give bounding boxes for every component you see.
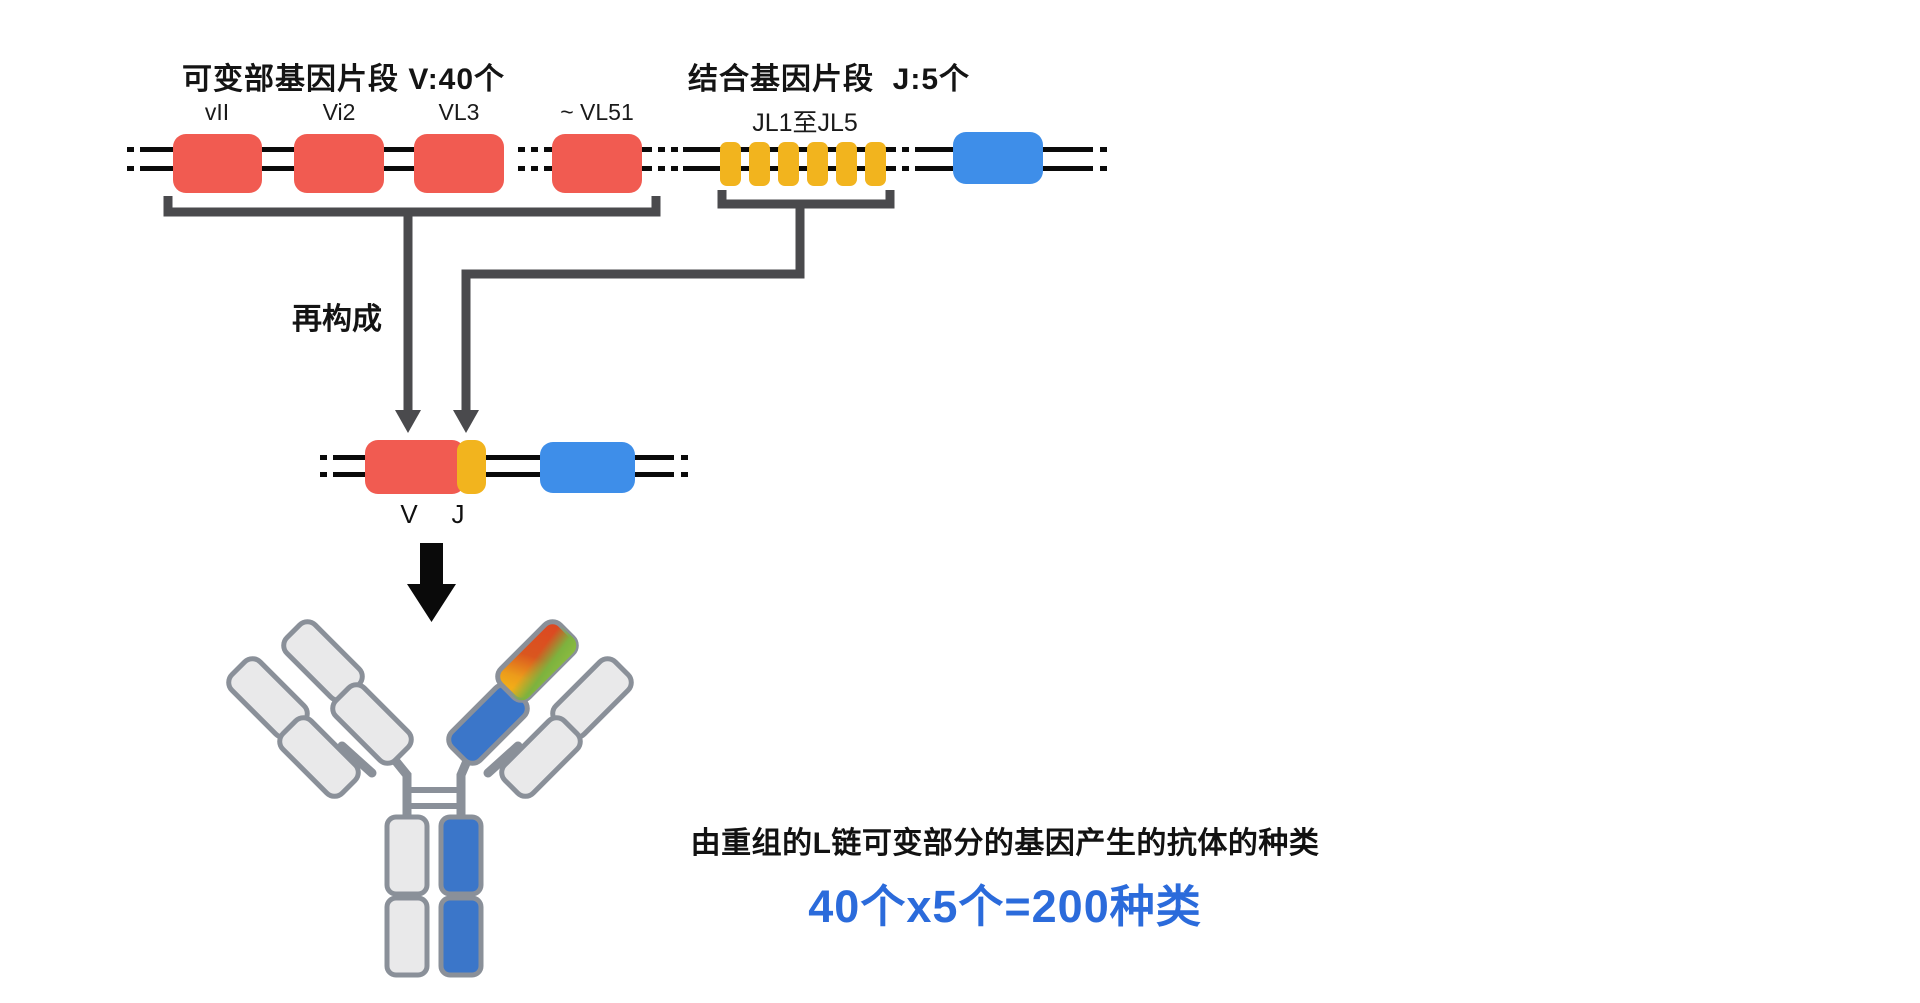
antibody-domain xyxy=(384,814,430,897)
j-rearrangement-arrow-line xyxy=(461,204,805,414)
antibody-right-heavy-arm xyxy=(446,619,579,766)
antibody-domain xyxy=(499,715,583,799)
joining-region-title: 结合基因片段 J:5个 xyxy=(688,63,971,96)
v-segment-block-2 xyxy=(294,134,384,193)
j-bracket xyxy=(717,190,895,209)
antibody-left-light-chain xyxy=(226,656,361,799)
j-segment-block xyxy=(836,142,857,186)
result-line2: 40个x5个=200种类 xyxy=(808,881,1202,932)
rearrangement-label: 再构成 xyxy=(292,303,382,336)
antibody-domain xyxy=(277,715,361,799)
antibody-blue-domain xyxy=(438,895,484,978)
j-segment-block xyxy=(749,142,770,186)
recombined-v-label: V xyxy=(400,499,418,529)
j-segment-block xyxy=(807,142,828,186)
j-cluster-label: JL1至JL5 xyxy=(752,109,858,137)
antibody-domain xyxy=(384,895,430,978)
selection-brackets xyxy=(163,190,895,414)
v-arrow-head-icon xyxy=(395,410,421,433)
v-segment-label-2: Vi2 xyxy=(322,99,356,125)
v-segment-label-1: vII xyxy=(204,99,230,125)
antibody-right-light-chain xyxy=(499,656,634,799)
v-segment-block-4 xyxy=(552,134,642,193)
v-segment-block-1 xyxy=(173,134,262,193)
variable-region-title: 可变部基因片段 V:40个 xyxy=(182,63,506,96)
result-line1: 由重组的L链可变部分的基因产生的抗体的种类 xyxy=(690,827,1320,860)
antibody-stem xyxy=(384,814,484,978)
j-arrow-head-icon xyxy=(453,410,479,433)
antibody-left-heavy-arm xyxy=(281,619,414,766)
j-segment-block xyxy=(778,142,799,186)
v-bracket xyxy=(163,196,661,217)
antibody-domain xyxy=(330,682,414,766)
v-segment-label-4: ~ VL51 xyxy=(560,99,634,125)
expression-down-arrow-icon xyxy=(407,543,456,622)
j-segment-block xyxy=(865,142,886,186)
antibody-disulfide-bonds xyxy=(407,787,461,809)
j-segment-block xyxy=(720,142,741,186)
antibody-blue-domain xyxy=(438,814,484,897)
v-segment-block-3 xyxy=(414,134,504,193)
result-text-block: 由重组的L链可变部分的基因产生的抗体的种类 40个x5个=200种类 xyxy=(610,818,1400,935)
recombined-j-block xyxy=(457,440,486,494)
recombined-j-label: J xyxy=(451,499,465,529)
v-gene-segments xyxy=(173,134,642,193)
v-segment-label-3: VL3 xyxy=(438,99,480,125)
antibody-diagram xyxy=(226,619,634,978)
j-gene-segments xyxy=(720,142,886,186)
c-segment-block xyxy=(953,132,1043,184)
recombined-c-block xyxy=(540,442,635,493)
rainbow-variable-domain-green-overlay xyxy=(497,621,577,701)
recombined-v-block xyxy=(365,440,465,494)
